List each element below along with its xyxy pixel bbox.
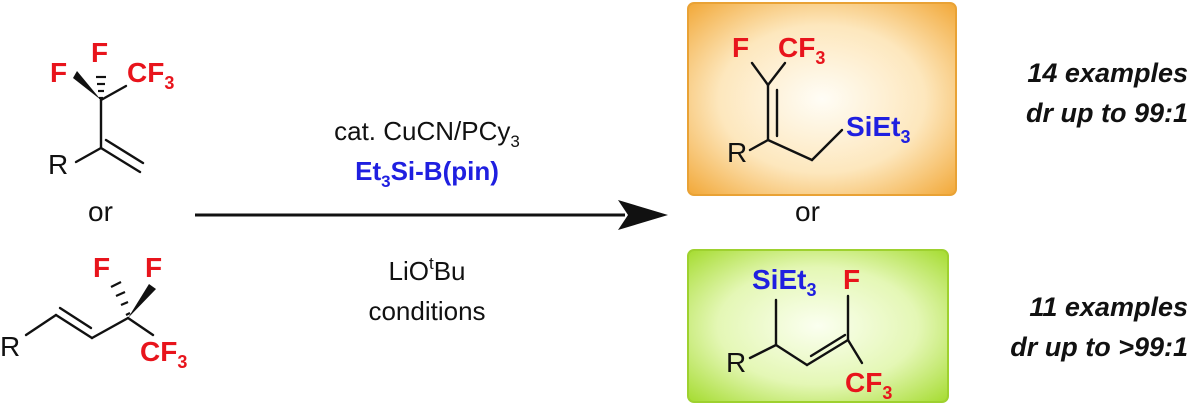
atom-f: F [145, 252, 162, 283]
bottom-example-count: 11 examples [1029, 292, 1188, 322]
conditions-label: conditions [368, 296, 485, 326]
bond [99, 84, 128, 102]
hashed-wedge-bond [110, 281, 131, 316]
atom-cf: CF3 [845, 367, 892, 403]
atom-r: R [727, 137, 747, 168]
atom-f: F [91, 37, 108, 68]
atom-sieт: SiEt3 [752, 264, 816, 300]
bond [74, 146, 103, 164]
bond [24, 313, 58, 337]
bond [805, 338, 850, 367]
left-or-label: or [88, 196, 113, 227]
bond [58, 306, 93, 330]
base-label: LiOtBu [388, 254, 465, 286]
bond [774, 343, 809, 367]
atom-f: F [50, 57, 67, 88]
substrate-allyl-pentafluoro: F F CF3 R [48, 37, 174, 180]
bond [846, 338, 864, 365]
atom-f: F [93, 252, 110, 283]
bond [104, 138, 145, 165]
bottom-diastereoselectivity: dr up to >99:1 [1010, 332, 1188, 362]
substrate-pentafluoro-alkene: F F CF3 R [0, 252, 187, 372]
hashed-wedge-bond [96, 75, 106, 100]
bond [810, 128, 844, 162]
atom-cf: CF3 [127, 57, 174, 93]
atom-cf: CF3 [140, 336, 187, 372]
bond [750, 61, 770, 87]
atom-sieт: SiEt3 [846, 111, 910, 147]
atom-cf: CF3 [778, 32, 825, 68]
atom-f: F [732, 32, 749, 63]
bond [90, 316, 130, 340]
atom-r: R [48, 149, 68, 180]
wedge-bond [128, 284, 156, 318]
top-diastereoselectivity: dr up to 99:1 [1026, 98, 1188, 128]
bond [99, 146, 142, 174]
bond [748, 138, 770, 152]
bond [809, 333, 847, 358]
product-box-allylsilane: F CF3 R SiEt3 [687, 2, 957, 196]
product-box-vinylsilane: SiEt3 F R CF3 [687, 249, 949, 403]
bond [126, 316, 155, 337]
right-or-label: or [795, 196, 820, 227]
atom-r: R [0, 331, 20, 362]
top-example-count: 14 examples [1027, 58, 1188, 88]
bond [766, 138, 814, 162]
bond [54, 313, 94, 340]
atom-r: R [726, 347, 746, 378]
catalyst-label: cat. CuCN/PCy3 [334, 116, 520, 151]
borane-reagent-label: Et3Si-B(pin) [355, 156, 499, 191]
wedge-bond [73, 71, 101, 100]
reaction-arrow [195, 200, 668, 230]
bond [766, 61, 787, 87]
atom-f: F [843, 264, 860, 295]
bond [748, 343, 778, 360]
